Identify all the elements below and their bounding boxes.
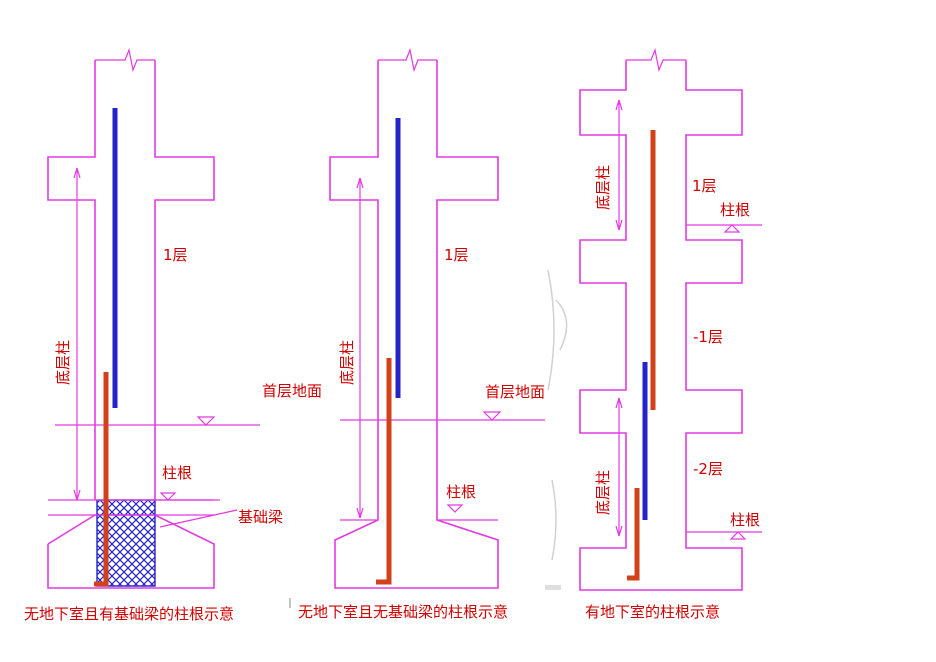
panel-1-ground-label: 首层地面	[262, 382, 322, 400]
panel-3: 1层 柱根 -1层 -2层 柱根 底层柱 底层柱 有地下室的柱根示意	[579, 47, 762, 621]
panel-1-caption: 无地下室且有基础梁的柱根示意	[24, 605, 234, 623]
panel-1: 1层 首层地面 柱根 基础梁 底层柱 无地下室且有基础梁的柱根示意	[24, 47, 322, 623]
panel-2-caption: 无地下室且无基础梁的柱根示意	[298, 603, 508, 621]
panel-2-red-bar	[376, 358, 392, 585]
panel-1-root-label: 柱根	[162, 464, 192, 482]
panel-3-b1-label: -1层	[693, 328, 723, 346]
panel-1-outline	[47, 60, 215, 500]
panel-3-column-label-top: 底层柱	[594, 165, 612, 210]
panel-1-red-bar	[94, 372, 109, 587]
panel-1-column-label: 底层柱	[54, 340, 72, 385]
panel-2-ground-label: 首层地面	[485, 383, 545, 401]
panel-2-outline	[329, 60, 499, 589]
panel-1-floor-label: 1层	[163, 246, 188, 264]
panel-2: 1层 首层地面 柱根 底层柱 无地下室且无基础梁的柱根示意	[298, 47, 545, 621]
panel-3-b2-label: -2层	[693, 460, 723, 478]
panel-2-floor-label: 1层	[444, 246, 469, 264]
panel-1-beam-label: 基础梁	[238, 508, 283, 526]
panel-3-caption: 有地下室的柱根示意	[585, 603, 720, 621]
panel-3-floor1-label: 1层	[692, 177, 717, 195]
panel-3-root-label-bottom: 柱根	[730, 511, 760, 529]
panel-2-root-label: 柱根	[446, 483, 476, 501]
watermark	[545, 269, 568, 590]
panel-3-outline-left	[579, 60, 743, 591]
panel-3-column-label-bottom: 底层柱	[594, 470, 612, 515]
panel-3-root-label-top: 柱根	[720, 201, 750, 219]
panel-3-red-bar-bottom	[627, 488, 640, 581]
panel-2-column-label: 底层柱	[338, 340, 356, 385]
